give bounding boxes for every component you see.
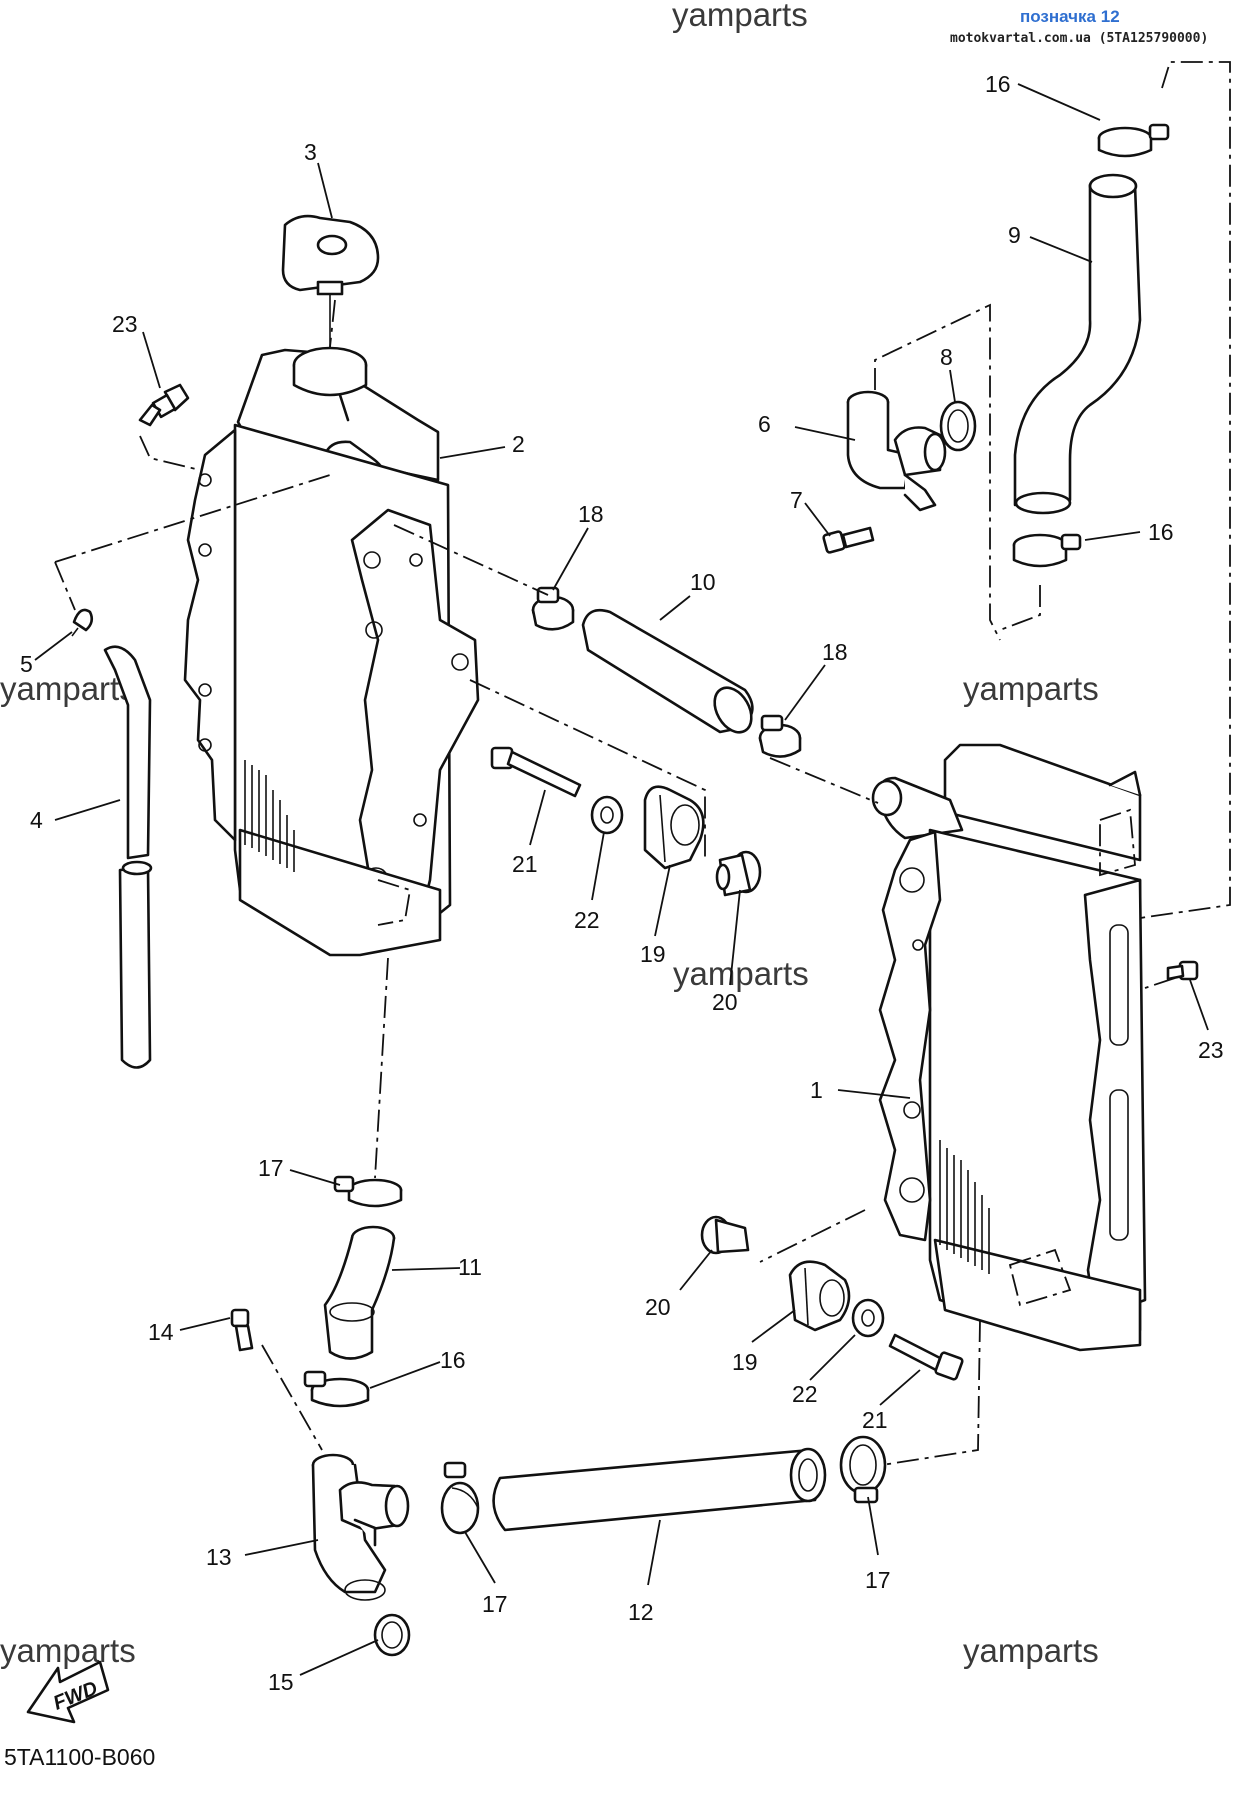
clamp-17-upper-left [333,1175,403,1208]
clamp-16-lower [303,1370,370,1408]
clamp-18-upper [531,586,575,631]
lower-hose-11 [323,1225,396,1360]
washer-22-right [851,1298,885,1338]
callout-3: 3 [304,139,317,165]
watermark-right-mid: yamparts [963,670,1099,707]
diagram-code: 5TA1100-B060 [4,1744,155,1770]
callout-12: 12 [628,1599,654,1625]
callout-13: 13 [206,1544,232,1570]
connecting-hose-10 [581,608,754,734]
o-ring-8 [939,400,977,452]
bolt-23-right [1166,960,1199,981]
upper-hose-9 [1013,173,1142,515]
callout-6: 6 [758,411,771,437]
callout-21-left: 21 [512,851,538,877]
callout-11: 11 [458,1254,482,1280]
bolt-14 [230,1308,254,1352]
callout-9: 9 [1008,222,1021,248]
collar-20-right [700,1215,750,1255]
watermark-right-bottom: yamparts [963,1632,1099,1669]
callout-19-right: 19 [732,1349,758,1375]
callout-17-lower-left: 17 [482,1591,508,1617]
bolt-7 [822,526,875,554]
callout-16-middle: 16 [1148,519,1174,545]
grommet-19-right [788,1260,851,1332]
overflow-hose-4 [103,645,153,1069]
callout-5: 5 [20,651,33,677]
callout-18-upper: 18 [578,501,604,527]
left-radiator [183,346,480,957]
clamp-16-middle [1012,533,1082,568]
callout-23-right: 23 [1198,1037,1224,1063]
clamp-18-lower [758,714,802,758]
watermark-left-mid: yamparts [0,670,136,707]
right-radiator [871,743,1147,1352]
clamp-17-lower-left [440,1461,480,1535]
callout-20-right: 20 [645,1294,671,1320]
callout-16-top: 16 [985,71,1011,97]
lower-hose-12 [492,1447,827,1532]
callout-20-left: 20 [712,989,738,1015]
clip-5 [71,608,94,637]
radiator-cap [281,214,380,296]
callout-23-left: 23 [112,311,138,337]
leader-lines [34,83,1209,1676]
collar-20-left [715,850,762,897]
callout-1: 1 [810,1077,823,1103]
bolt-21-left [490,746,582,798]
union-13 [311,1453,410,1601]
callout-2: 2 [512,431,525,457]
elbow-6 [846,390,947,512]
header-source: motokvartal.com.ua (5TA125790000) [950,31,1208,46]
clamp-17-lower-right [839,1435,887,1504]
watermark-top: yamparts [672,0,808,33]
callout-14: 14 [148,1319,174,1345]
callout-17-upper-left: 17 [258,1155,284,1181]
callout-18-lower: 18 [822,639,848,665]
callout-22-right: 22 [792,1381,818,1407]
bolt-23-left [138,383,190,427]
washer-15 [373,1613,411,1657]
callout-10: 10 [690,569,716,595]
callout-16-lower: 16 [440,1347,466,1373]
watermark-left-bottom: yamparts [0,1632,136,1669]
callout-17-lower-right: 17 [865,1567,891,1593]
watermark-center: yamparts [673,955,809,992]
callout-22-left: 22 [574,907,600,933]
washer-22-left [590,795,624,835]
grommet-19-left [643,785,705,870]
callout-7: 7 [790,487,803,513]
callout-8: 8 [940,344,953,370]
header-label: позначка 12 [1020,7,1120,26]
callout-19-left: 19 [640,941,666,967]
callout-21-right: 21 [862,1407,888,1433]
assembly-lines [54,61,1231,1466]
bolt-21-right [888,1333,964,1381]
clamp-16-top [1097,123,1170,158]
callout-4: 4 [30,807,43,833]
fwd-arrow-icon: FWD [26,1660,110,1724]
callout-15: 15 [268,1669,294,1695]
